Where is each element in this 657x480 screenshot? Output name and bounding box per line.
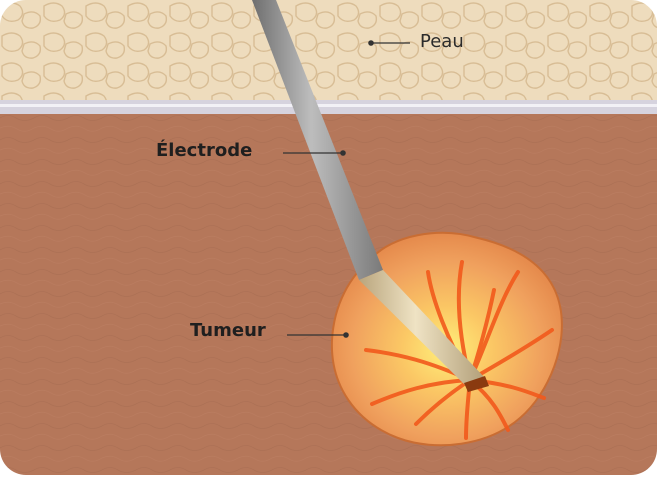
label-electrode: Électrode <box>156 142 252 160</box>
label-tumor: Tumeur <box>190 322 266 340</box>
label-skin: Peau <box>420 33 464 51</box>
